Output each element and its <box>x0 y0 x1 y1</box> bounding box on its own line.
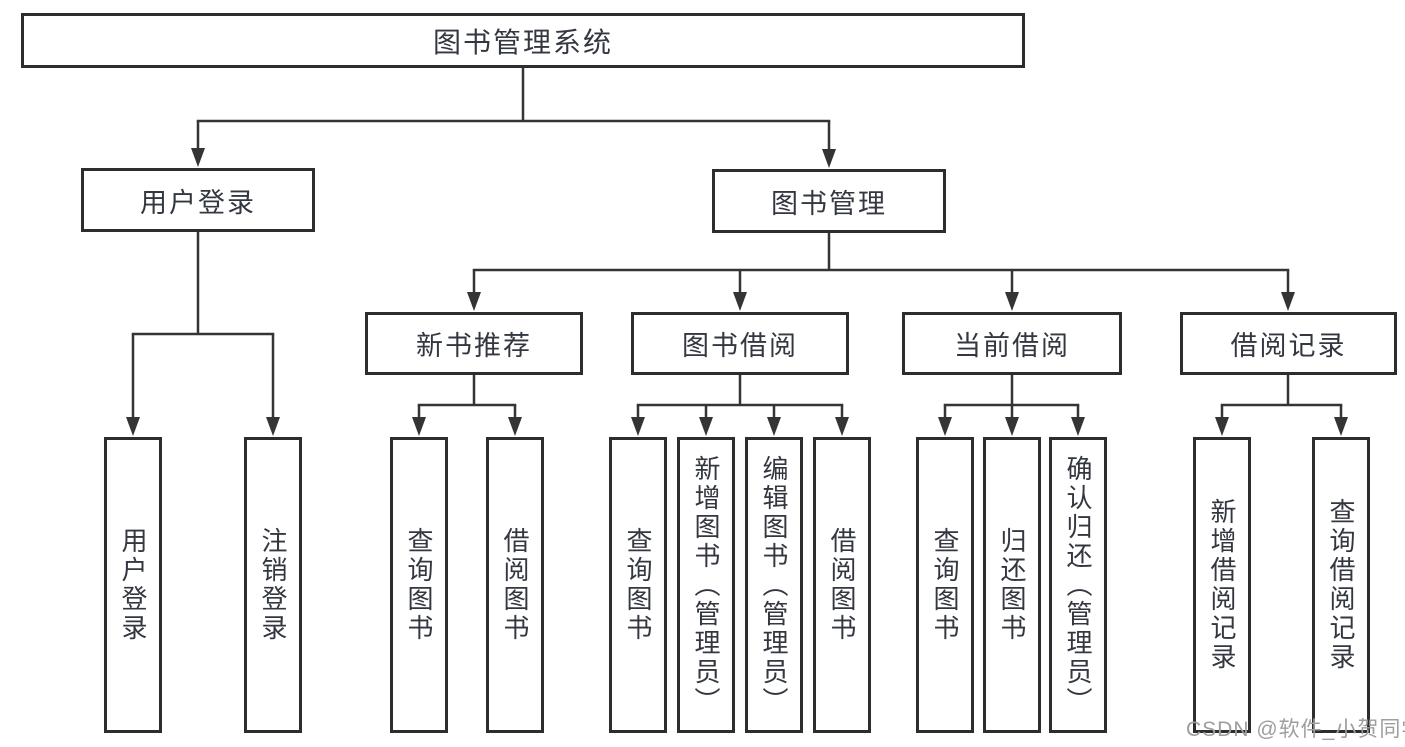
leaf-query-books-1: 查询图书 <box>390 437 448 733</box>
leaf-add-book-admin: 新增图书（管理员） <box>677 437 735 733</box>
node-user-login: 用户登录 <box>81 168 315 232</box>
connector <box>1215 375 1348 436</box>
leaf-logout: 注销登录 <box>244 437 302 733</box>
arrowhead-down-icon <box>191 148 205 167</box>
node-book-borrow: 图书借阅 <box>631 312 849 375</box>
node-current-borrow: 当前借阅 <box>902 312 1122 375</box>
arrowhead-down-icon <box>822 149 836 168</box>
arrowhead-down-icon <box>699 417 713 436</box>
leaf-query-books-2: 查询图书 <box>609 437 667 733</box>
leaf-borrow-books-1: 借阅图书 <box>486 437 544 733</box>
leaf-return-books: 归还图书 <box>983 437 1041 733</box>
leaf-edit-book-admin: 编辑图书（管理员） <box>745 437 803 733</box>
connector <box>467 233 1295 311</box>
node-borrow-records: 借阅记录 <box>1180 312 1397 375</box>
arrowhead-down-icon <box>1005 292 1019 311</box>
arrowhead-down-icon <box>1215 417 1229 436</box>
arrowhead-down-icon <box>126 417 140 436</box>
connector <box>631 375 849 436</box>
leaf-user-login: 用户登录 <box>104 437 162 733</box>
connector <box>191 68 836 168</box>
arrowhead-down-icon <box>1334 417 1348 436</box>
leaf-query-borrow-record: 查询借阅记录 <box>1312 437 1370 733</box>
arrowhead-down-icon <box>1071 417 1085 436</box>
arrowhead-down-icon <box>835 417 849 436</box>
connector <box>126 232 280 436</box>
node-root: 图书管理系统 <box>21 13 1025 68</box>
arrowhead-down-icon <box>467 292 481 311</box>
arrowhead-down-icon <box>733 292 747 311</box>
leaf-borrow-books-2: 借阅图书 <box>813 437 871 733</box>
arrowhead-down-icon <box>1005 417 1019 436</box>
leaf-confirm-return-admin: 确认归还（管理员） <box>1049 437 1107 733</box>
leaf-add-borrow-record: 新增借阅记录 <box>1193 437 1251 733</box>
node-new-book-recommend: 新书推荐 <box>365 312 583 375</box>
leaf-query-books-3: 查询图书 <box>916 437 974 733</box>
arrowhead-down-icon <box>1281 292 1295 311</box>
arrowhead-down-icon <box>412 417 426 436</box>
connector <box>938 375 1085 436</box>
arrowhead-down-icon <box>767 417 781 436</box>
node-book-management: 图书管理 <box>712 169 946 233</box>
arrowhead-down-icon <box>631 417 645 436</box>
arrowhead-down-icon <box>266 417 280 436</box>
connector <box>412 375 522 436</box>
arrowhead-down-icon <box>508 417 522 436</box>
arrowhead-down-icon <box>938 417 952 436</box>
csdn-watermark: CSDN @软件_小贺同学 <box>1186 718 1405 741</box>
